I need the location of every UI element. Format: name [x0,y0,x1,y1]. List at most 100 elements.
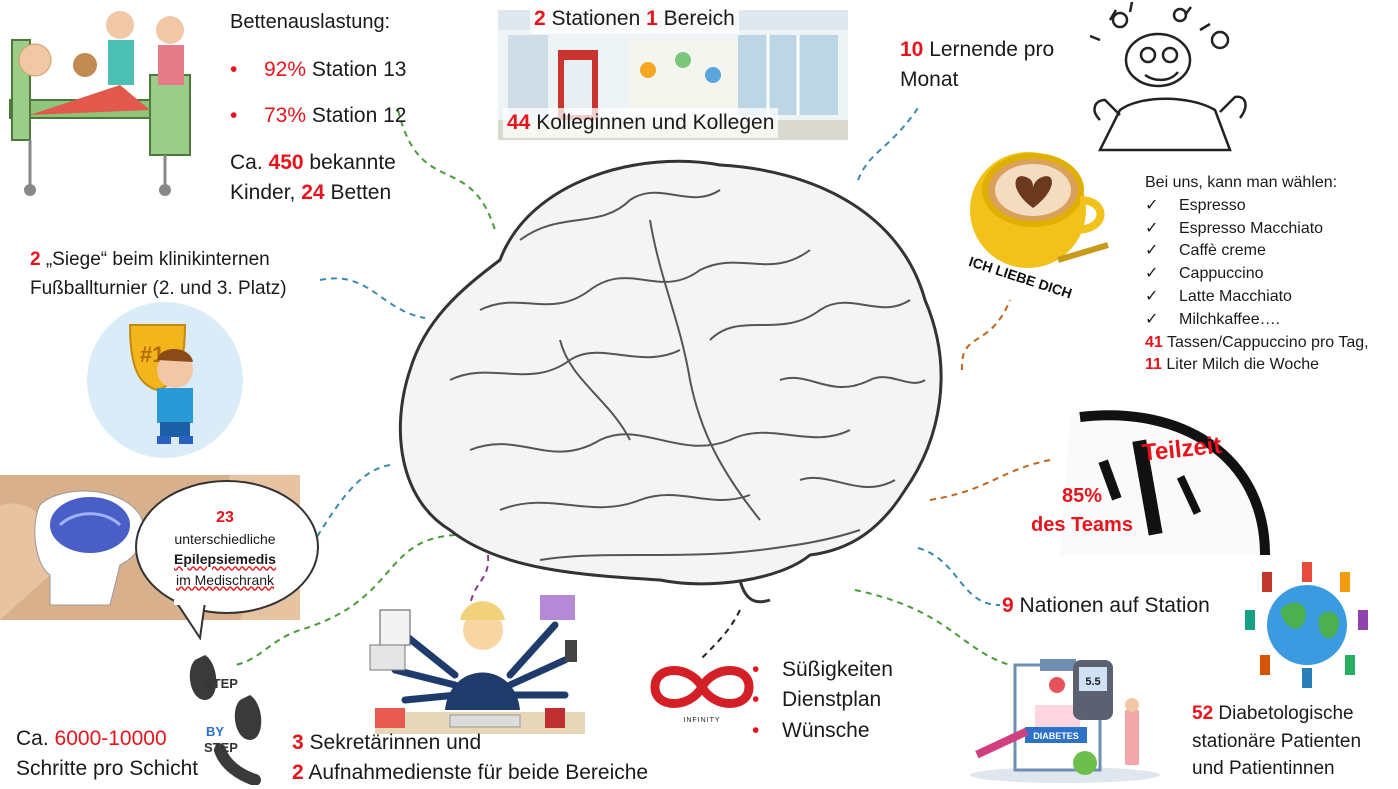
stations-count: 2 [534,7,546,30]
text-part: unterschiedliche [174,531,276,548]
coffee-item: Milchkaffee…. [1179,310,1281,328]
coffee-choices: Bei uns, kann man wählen: ✓Espresso ✓Esp… [1145,172,1395,377]
teilzeit-text: 85% des Teams [1022,482,1142,540]
coffee-cup-image: ICH LIEBE DICH [958,150,1138,310]
occupancy-value: 92% [264,58,307,81]
coffee-heading: Bei uns, kann man wählen: [1145,174,1338,191]
list-item: • Süßigkeiten [752,655,893,685]
milk-count: 11 [1145,356,1162,374]
text-part: Tassen/Cappuccino pro Tag, [1166,333,1369,351]
teilzeit-clock-image: Teilzeit [1060,405,1280,555]
coffee-item: Cappuccino [1179,265,1264,283]
list-item: • Wünsche [752,716,893,746]
logo-step: STEP [204,740,238,755]
colleagues-text: 44 Kolleginnen und Kollegen [503,108,779,139]
coffee-item: Latte Macchiato [1179,287,1292,305]
teilzeit-percent: 85% [1061,485,1103,507]
station-label: Station 13 [311,58,407,81]
list-item: ✓Espresso [1145,195,1395,218]
text-part: bekannte [309,151,396,174]
epilepsy-count: 23 [216,509,234,526]
wins-count: 2 [30,249,41,270]
nations-count: 9 [1002,594,1014,617]
text-part: Ca. [16,727,49,750]
text-part: stationäre Patienten [1192,730,1362,752]
list-item: ✓Latte Macchiato [1145,286,1395,309]
text-part: Kolleginnen und Kollegen [536,111,775,134]
glucose-reading: 5.5 [1085,676,1100,688]
text-part: Diabetologische [1218,703,1354,724]
list-item: ✓ Milchkaffee…. [1145,309,1395,332]
bullet-icon: • [230,104,238,127]
coffee-item: Caffè creme [1179,242,1266,260]
multitasking-secretary-illustration [365,590,595,735]
text-part: Fußballturnier (2. und 3. Platz) [30,277,287,299]
diabetes-count: 52 [1192,703,1214,724]
text-part: Kinder, [230,181,296,205]
area-count: 1 [646,7,658,30]
occupancy-value: 73% [264,104,307,127]
text-part: Nationen auf Station [1019,594,1210,617]
coffee-list: ✓Espresso ✓Espresso Macchiato ✓Caffè cre… [1145,195,1395,332]
children-count: 450 [268,151,304,174]
list-item-text: Dienstplan [782,688,882,712]
text-part: Schritte pro Schicht [16,757,199,781]
diabetes-text: 52 Diabetologische stationäre Patienten … [1192,700,1361,783]
infinity-caption: INFINITY [683,717,720,724]
text-part: und Patientinnen [1192,758,1335,780]
cups-count: 41 [1145,333,1163,351]
globe-people-illustration [1240,560,1375,690]
text-part: Epilepsiemedis [174,551,276,568]
list-item: ✓ Caffè creme [1145,240,1395,263]
admissions-count: 2 [292,761,304,785]
cups-per-day: 41 Tassen/Cappuccino pro Tag, [1145,332,1395,355]
colleagues-count: 44 [507,111,531,134]
stations-text: 2 Stationen 1 Bereich [530,4,739,35]
check-icon: ✓ [1145,310,1159,328]
text-part: Liter Milch die Woche [1166,356,1320,374]
brain-illustration [380,140,960,620]
list-item-text: Süßigkeiten [782,658,893,681]
hospital-bed-illustration [0,0,200,205]
station-label: Station 12 [311,104,407,127]
logo-step: STEP [204,676,238,691]
list-item-text: Wünsche [782,718,870,742]
learners-count: 10 [900,38,924,61]
list-item: ✓Espresso Macchiato [1145,218,1395,241]
text-part: Stationen [551,7,641,30]
bullet-icon: • [752,688,760,712]
bed-occupancy-heading: Bettenauslastung: [230,11,391,33]
check-icon: ✓ [1145,242,1159,260]
diabetes-illustration: DIABETES 5.5 [965,655,1165,785]
known-children-text: Ca. 450 bekannte Kinder, 24 Betten [230,148,396,209]
text-part: „Siege“ beim klinikinternen [45,249,270,270]
speech-bubble-tail [174,600,207,640]
text-part: des Teams [1031,514,1133,536]
diabetes-label: DIABETES [1033,731,1079,741]
milk-per-week: 11 Liter Milch die Woche [1145,354,1395,377]
infinity-list: • Süßigkeiten • Dienstplan • Wünsche [752,655,893,746]
text-part: Monat [900,68,959,92]
infinity-icon: INFINITY [645,660,760,725]
check-icon: ✓ [1145,196,1159,214]
football-text: 2 „Siege“ beim klinikinternen Fußballtur… [30,246,287,303]
bed-count: 24 [301,181,325,205]
secretaries-text: 3 Sekretärinnen und 2 Aufnahmedienste fü… [292,728,648,789]
bed-occupancy-row-13: • 92% Station 13 [230,55,406,85]
steps-count: 6000-10000 [54,727,167,750]
bullet-icon: • [752,718,760,742]
text-part: Ca. [230,151,263,174]
bullet-icon: • [752,658,760,681]
learners-text: 10 Lernende pro Monat [900,35,1054,96]
text-part: Aufnahmedienste für beide Bereiche [308,761,649,785]
trophy-kid-illustration: #1 [85,300,245,460]
bullet-icon: • [230,58,238,81]
list-item: ✓Cappuccino [1145,263,1395,286]
list-item: • Dienstplan [752,685,893,715]
coffee-item: Espresso Macchiato [1179,219,1324,237]
text-part: Lernende pro [929,38,1055,61]
epilepsy-speech-bubble [135,480,319,614]
step-by-step-logo: STEP BY STEP [180,640,280,785]
text-part: Sekretärinnen und [309,731,482,754]
